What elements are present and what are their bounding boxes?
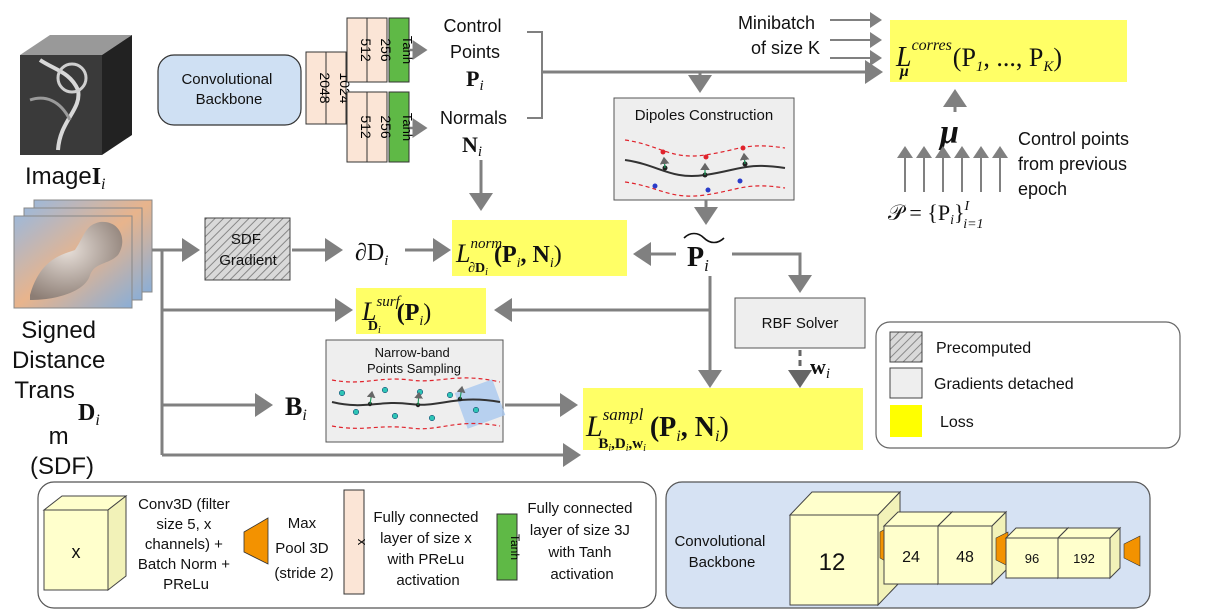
fc-shared-layers: 2048 1024: [305, 51, 353, 125]
minibatch-label: Minibatch of size K: [738, 13, 820, 58]
sdf-gradient-label: SDF Gradient: [219, 231, 277, 269]
rbf-solver-label: RBF Solver: [762, 315, 839, 332]
backbone-block-5: [1056, 526, 1122, 580]
tanh-legend-shape-label: Tanh: [508, 534, 522, 560]
band-points-symbol: Bi: [285, 392, 307, 424]
conv-backbone-label: Convolutional Backbone: [181, 71, 276, 108]
svg-text:256: 256: [378, 115, 394, 139]
maxpool-shape: [243, 517, 269, 565]
fc-upper-branch: 512 256 Tanh: [346, 17, 415, 83]
backbone-block-4-label: 96: [1025, 551, 1039, 566]
narrow-band-label: Narrow-band Points Sampling: [367, 345, 461, 376]
legend-precomputed: Precomputed: [936, 340, 1031, 357]
backbone-detail-label: Convolutional Backbone: [674, 533, 769, 571]
backbone-block-3-label: 48: [956, 549, 974, 566]
svg-text:256: 256: [378, 38, 394, 62]
image-label: ImageIi: [25, 163, 106, 193]
conv3d-desc: Conv3D (filter size 5, x channels) + Bat…: [138, 496, 234, 593]
image-input-cube: [20, 35, 132, 155]
fc-legend-desc: Fully connected layer of size x with PRe…: [373, 509, 482, 589]
svg-text:Tanh: Tanh: [400, 36, 415, 64]
legend-loss: Loss: [940, 414, 974, 431]
previous-epoch-arrows: [897, 146, 1008, 192]
fc-lower-branch: 512 256 Tanh: [346, 91, 415, 163]
svg-text:512: 512: [358, 115, 374, 139]
rbf-solver-box: [734, 297, 866, 349]
legend-loss-swatch: [890, 405, 922, 437]
rbf-output: wi: [810, 354, 830, 382]
tanh-legend-desc: Fully connected layer of size 3J with Ta…: [527, 500, 636, 583]
norm-loss-highlight: [452, 220, 627, 276]
tanh-legend-shape: [496, 513, 518, 581]
tilde-mark: [683, 232, 725, 244]
sdf-label: Signed Distance Trans m (SDF): [12, 317, 112, 480]
legend-detached-swatch: [889, 367, 923, 399]
legend-detached: Gradients detached: [934, 376, 1074, 393]
sdf-gradient-output: ∂Di: [355, 240, 388, 269]
svg-text:Tanh: Tanh: [400, 113, 415, 141]
p-tilde: Pi: [687, 242, 709, 275]
conv-backbone-box: [157, 54, 302, 126]
maxpool-desc: Max Pool 3D (stride 2): [274, 515, 333, 582]
legend-precomputed-swatch: [889, 331, 923, 363]
narrow-band-illustration: [331, 377, 506, 430]
svg-text:2048: 2048: [317, 72, 333, 103]
dipoles-illustration: [624, 139, 786, 197]
control-points-symbol: Pi: [466, 66, 484, 94]
conv3d-cube-label: x: [72, 542, 81, 562]
dipoles-box: [613, 97, 795, 201]
sampl-loss-highlight: [583, 388, 863, 450]
backbone-block-2-label: 24: [902, 549, 920, 566]
sdf-gradient-box: [204, 217, 291, 281]
legend-box: [875, 321, 1181, 449]
output-bracket: [527, 31, 543, 119]
fc-legend-shape-label: x: [355, 539, 370, 546]
backbone-block-1-label: 12: [819, 549, 846, 576]
mu-symbol: μ: [938, 114, 959, 151]
control-points-label: Control Points: [443, 16, 506, 62]
corres-loss-highlight: [890, 20, 1127, 82]
normals-label: Normals: [440, 108, 507, 128]
fc-legend-shape: [343, 489, 365, 595]
normals-symbol: Ni: [462, 132, 482, 160]
surf-loss-highlight: [356, 288, 486, 334]
svg-text:512: 512: [358, 38, 374, 62]
conv3d-cube: [42, 494, 128, 592]
norm-loss: Lnorm∂Di(Pi, Ni): [455, 236, 562, 278]
backbone-block-5-label: 192: [1073, 551, 1095, 566]
dipoles-title: Dipoles Construction: [635, 107, 773, 124]
sdf-symbol: Di: [78, 400, 100, 429]
previous-epoch-desc: Control points from previous epoch: [1018, 129, 1134, 199]
backbone-block-3: [936, 510, 1008, 586]
sdf-input-stack: [13, 199, 153, 309]
backbone-final-pool: [1123, 535, 1141, 567]
